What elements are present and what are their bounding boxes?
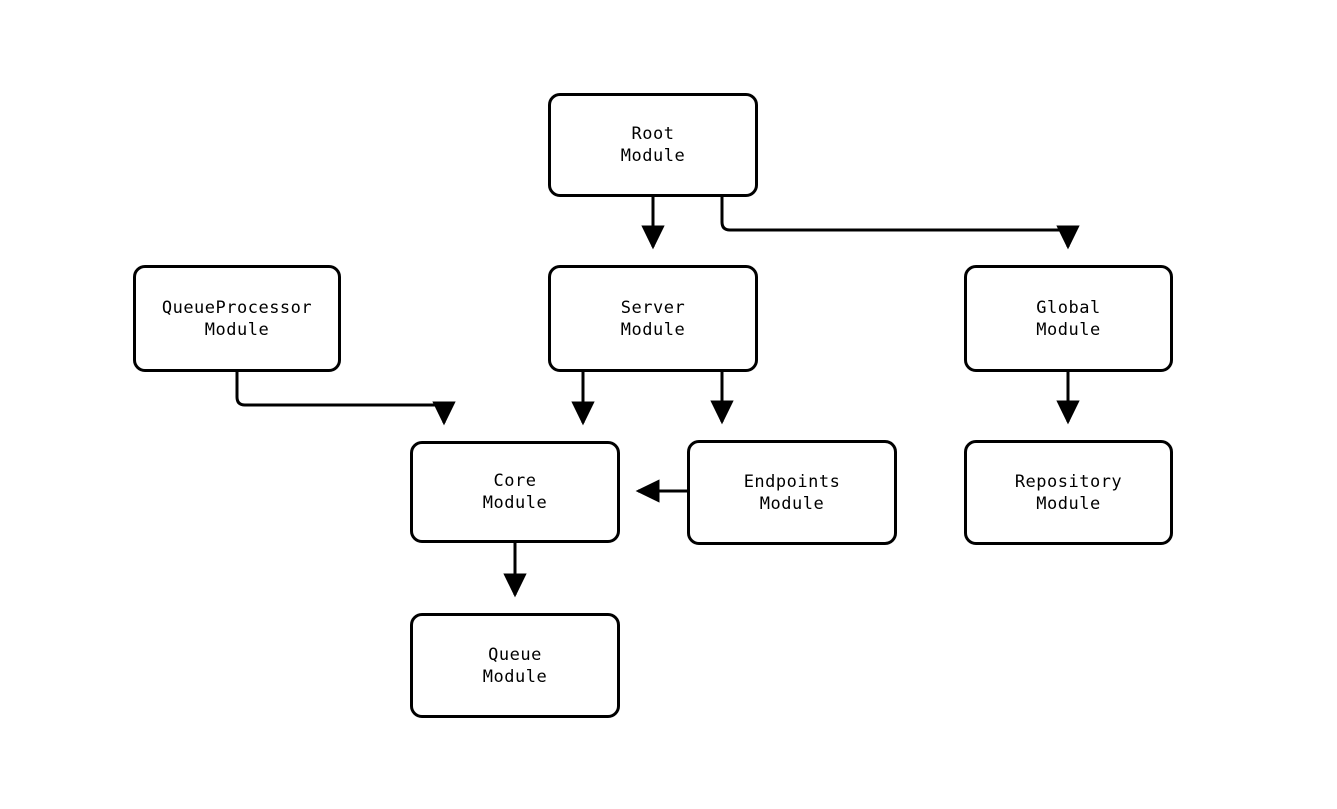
node-label-line1: Global <box>1036 297 1101 318</box>
node-label-line2: Module <box>620 146 686 166</box>
node-queue-module[interactable]: Queue Module <box>410 613 620 718</box>
node-label-line2: Module <box>204 319 270 340</box>
node-repository-module[interactable]: Repository Module <box>964 440 1173 545</box>
node-label-line2: Module <box>759 493 825 514</box>
node-label-line2: Module <box>482 666 548 687</box>
node-label-line1: Endpoints <box>743 471 841 492</box>
node-label-line2: Module <box>482 493 548 513</box>
node-label-line1: Core <box>493 471 537 491</box>
node-endpoints-module[interactable]: Endpoints Module <box>687 440 897 545</box>
node-label-line1: Repository <box>1014 471 1123 492</box>
node-server-module[interactable]: Server Module <box>548 265 758 372</box>
node-label-line1: Queue <box>488 644 542 665</box>
node-global-module[interactable]: Global Module <box>964 265 1173 372</box>
node-core-module[interactable]: Core Module <box>410 441 620 543</box>
node-label-line2: Module <box>1036 319 1101 340</box>
edge-queueprocessor-core <box>235 372 456 426</box>
edge-root-global <box>720 197 1080 250</box>
node-label-line1: Root <box>631 124 675 144</box>
node-root-module[interactable]: Root Module <box>548 93 758 197</box>
node-label-line2: Module <box>1036 493 1101 514</box>
node-label-line1: Server <box>620 297 686 318</box>
node-label-line2: Module <box>620 319 686 340</box>
node-label-line1: QueueProcessor <box>161 297 313 318</box>
node-queueprocessor-module[interactable]: QueueProcessor Module <box>133 265 341 372</box>
